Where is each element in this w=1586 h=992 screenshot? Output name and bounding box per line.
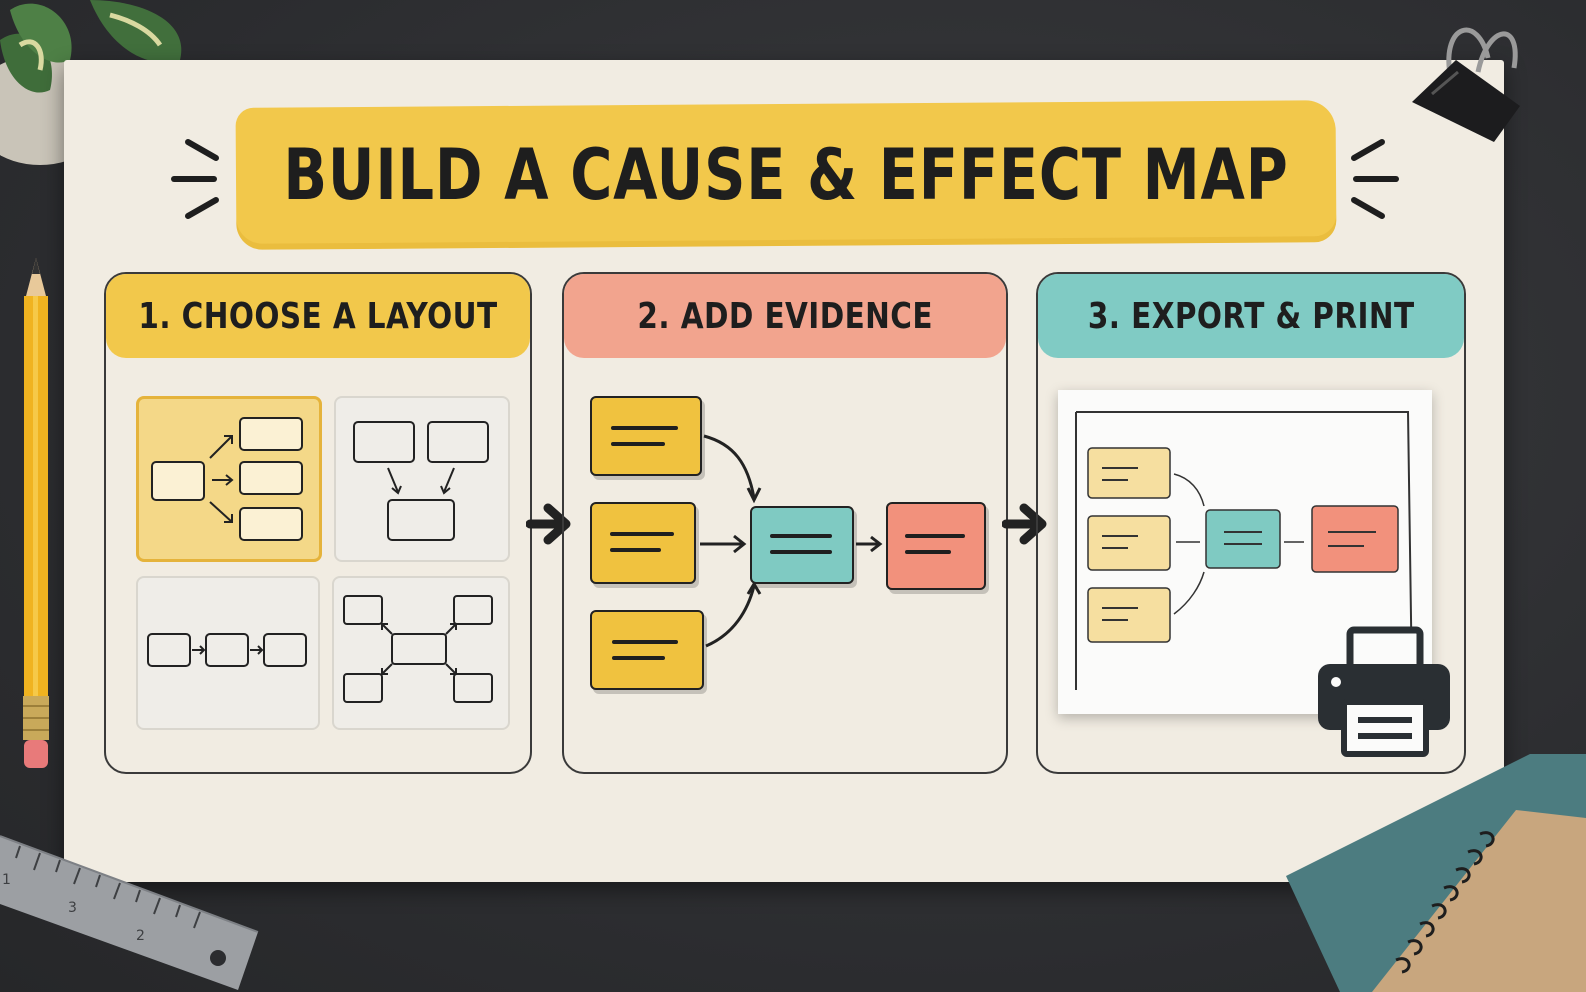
layout-option-branching[interactable] <box>136 396 322 562</box>
layout-option-chain[interactable] <box>136 576 320 730</box>
ruler-label: 2 <box>136 928 145 944</box>
converging-layout-icon <box>353 421 489 541</box>
layout-option-converging[interactable] <box>334 396 510 562</box>
branching-layout-icon <box>151 417 303 541</box>
emphasis-left-icon <box>171 139 219 219</box>
panel-export-print: 3. EXPORT & PRINT <box>1036 272 1466 774</box>
poster-paper: BUILD A CAUSE & EFFECT MAP 1. CHOOSE A L… <box>64 60 1504 882</box>
print-preview-sheet <box>1058 390 1432 714</box>
panel-heading-text: 3. EXPORT & PRINT <box>1087 295 1415 337</box>
panel-heading-text: 2. ADD EVIDENCE <box>637 295 933 337</box>
ruler-label: 1 <box>2 872 11 888</box>
panel-add-evidence: 2. ADD EVIDENCE <box>562 272 1008 774</box>
hub-layout-icon <box>343 595 493 703</box>
notebook-icon <box>1286 754 1586 992</box>
page-title: BUILD A CAUSE & EFFECT MAP <box>283 134 1289 216</box>
layout-option-hub[interactable] <box>332 576 510 730</box>
ruler-icon: 1 3 2 <box>0 835 259 990</box>
printer-icon[interactable] <box>1314 624 1454 760</box>
chain-layout-icon <box>147 633 307 667</box>
cause-card[interactable] <box>590 610 704 690</box>
arrow-right-icon <box>526 503 571 545</box>
ruler-label: 3 <box>68 900 77 916</box>
print-preview-diagram <box>1075 411 1413 690</box>
panel-choose-layout: 1. CHOOSE A LAYOUT <box>104 272 532 774</box>
connector-arrows <box>700 434 883 648</box>
cause-card[interactable] <box>590 502 696 584</box>
arrow-right-icon <box>1002 503 1047 545</box>
panel-heading-evidence: 2. ADD EVIDENCE <box>564 274 1006 358</box>
panel-heading-layout: 1. CHOOSE A LAYOUT <box>106 274 530 358</box>
central-event-card[interactable] <box>750 506 854 584</box>
binder-clip-icon <box>1412 27 1520 142</box>
panel-heading-export: 3. EXPORT & PRINT <box>1038 274 1464 358</box>
effect-card[interactable] <box>886 502 986 590</box>
cause-card[interactable] <box>590 396 702 476</box>
panel-heading-text: 1. CHOOSE A LAYOUT <box>138 295 498 337</box>
emphasis-right-icon <box>1351 139 1399 219</box>
pencil-icon <box>23 258 49 768</box>
